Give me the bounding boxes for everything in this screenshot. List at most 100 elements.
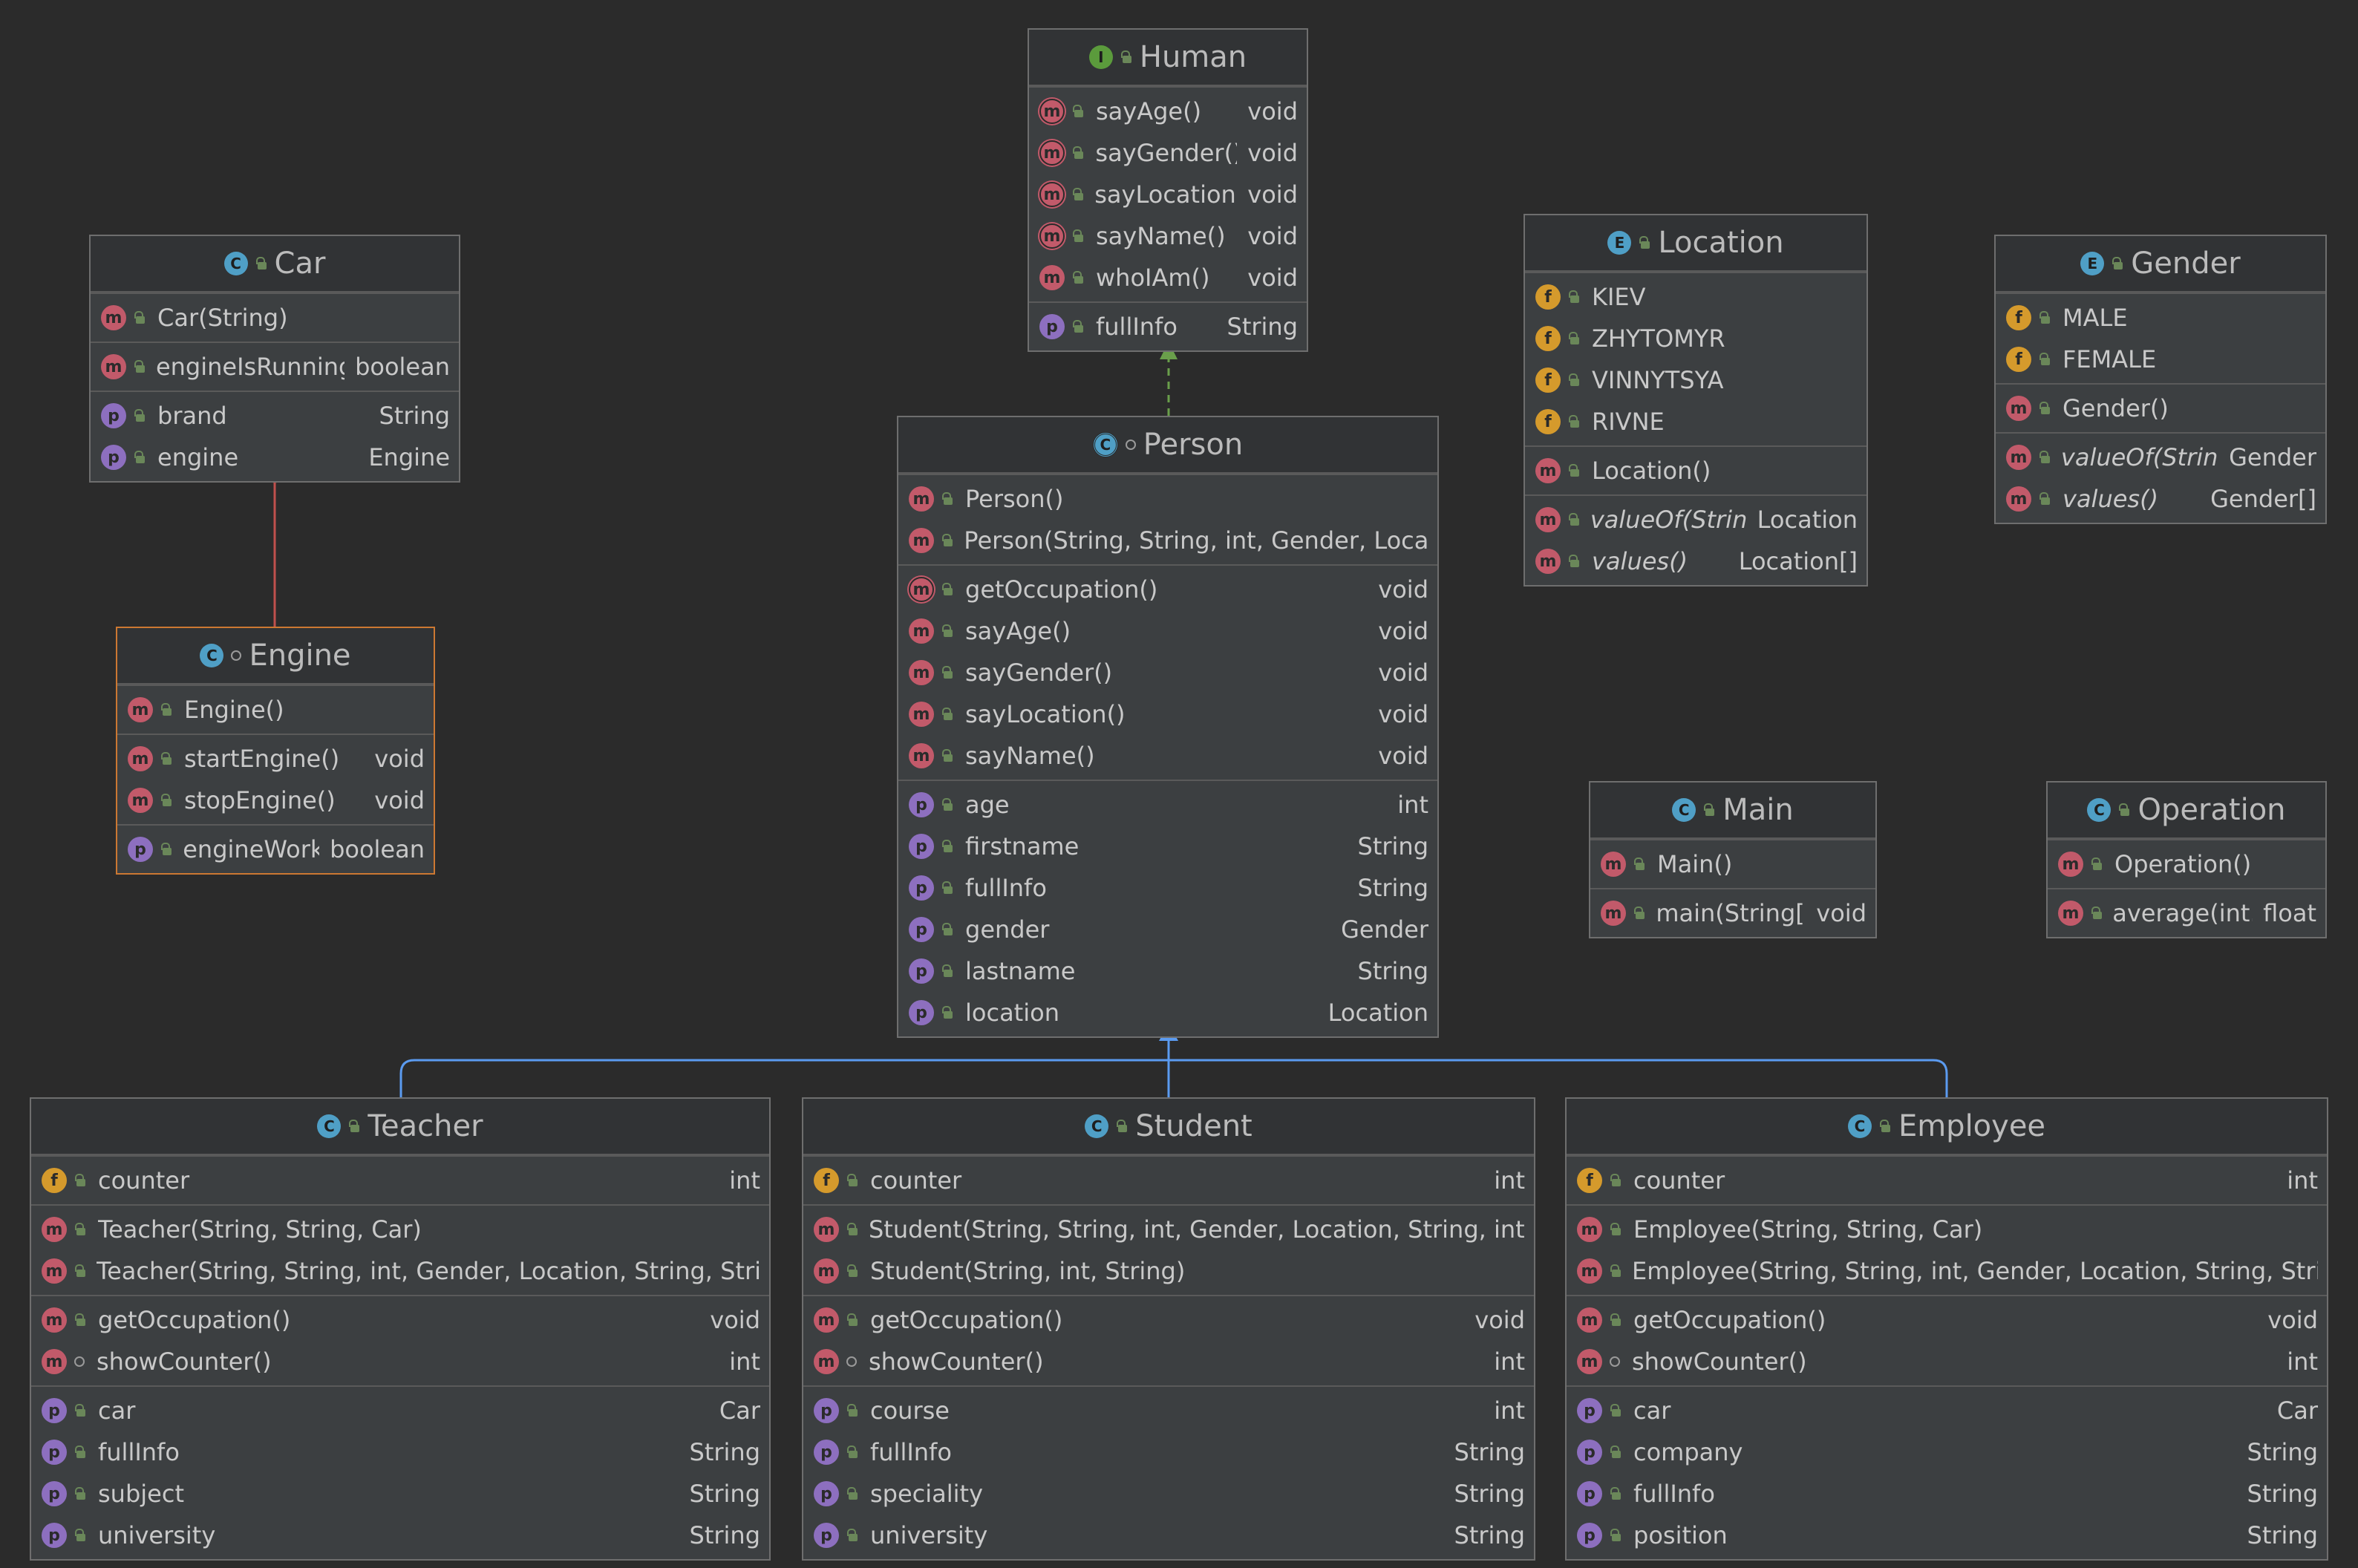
field-icon: f xyxy=(2006,305,2031,330)
public-lock-icon xyxy=(941,881,953,895)
property-icon: p xyxy=(909,917,934,942)
property-icon: p xyxy=(1039,314,1065,339)
member-row[interactable]: mengineIsRunning()boolean xyxy=(91,346,459,388)
member-row[interactable]: pengineWorksboolean xyxy=(117,829,434,870)
public-lock-icon xyxy=(74,1264,85,1278)
member-type: int xyxy=(1494,1166,1525,1195)
public-lock-icon xyxy=(2112,257,2123,270)
